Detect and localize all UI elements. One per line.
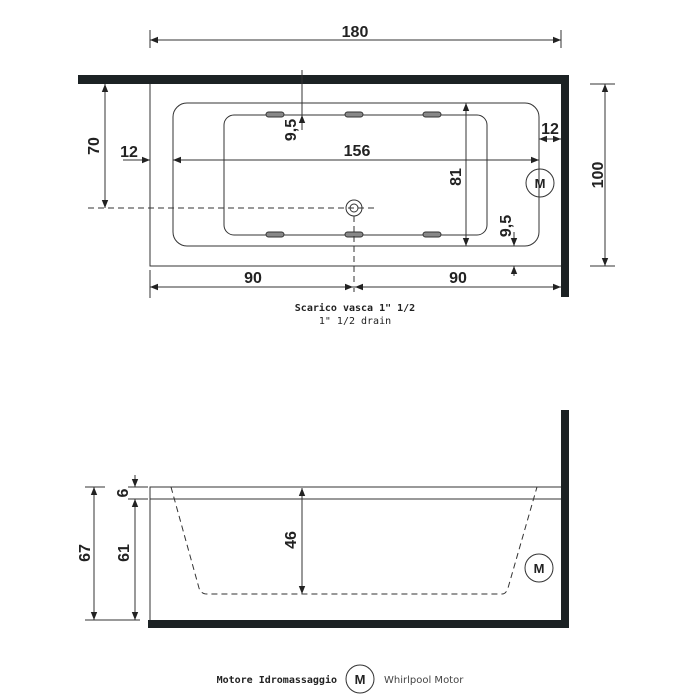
dim-left-half: 90 xyxy=(244,270,262,287)
dim-depth-to-drain: 70 xyxy=(86,137,103,155)
dim-basin-depth: 46 xyxy=(283,531,300,549)
side-view: 67 6 61 46 M xyxy=(77,410,569,628)
jet-icon xyxy=(422,111,442,118)
legend-label-en: Whirlpool Motor xyxy=(384,675,464,686)
motor-icon: M xyxy=(345,664,375,694)
svg-text:M: M xyxy=(534,561,545,576)
jet-icon xyxy=(265,111,285,118)
dim-top-jet-offset: 9,5 xyxy=(283,119,300,141)
dim-total-width: 100 xyxy=(590,162,607,189)
side-wall xyxy=(561,75,569,297)
svg-text:M: M xyxy=(535,176,546,191)
dim-right-rim: 12 xyxy=(541,121,559,138)
back-wall xyxy=(78,75,569,84)
motor-icon: M xyxy=(525,168,555,198)
legend: Motore Idromassaggio M Whirlpool Motor xyxy=(217,664,464,694)
basin-hidden-outline xyxy=(170,486,538,595)
dim-left-rim: 12 xyxy=(120,144,138,161)
svg-text:M: M xyxy=(355,672,366,687)
jets xyxy=(265,111,442,238)
dim-basin-width: 81 xyxy=(448,168,465,186)
drain-caption-en: 1" 1/2 drain xyxy=(319,316,391,327)
top-view: 180 70 100 12 156 12 81 9,5 9,5 xyxy=(78,24,615,327)
jet-icon xyxy=(422,231,442,238)
dim-body-height: 61 xyxy=(116,544,133,562)
floor xyxy=(148,620,569,628)
dim-basin-length: 156 xyxy=(344,143,371,160)
dim-right-half: 90 xyxy=(449,270,467,287)
side-wall xyxy=(561,410,569,628)
legend-label-it: Motore Idromassaggio xyxy=(217,674,337,686)
dim-total-length: 180 xyxy=(342,24,369,41)
dim-rim-thickness: 6 xyxy=(115,488,132,497)
jet-icon xyxy=(344,111,364,118)
basin-outer xyxy=(172,102,540,247)
drain-caption: Scarico vasca 1" 1/2 xyxy=(295,302,415,314)
tub-profile xyxy=(149,486,561,620)
tub-outline xyxy=(149,84,561,267)
dim-bottom-rim-offset: 9,5 xyxy=(498,215,515,237)
dim-total-height: 67 xyxy=(77,544,94,562)
jet-icon xyxy=(265,231,285,238)
motor-icon: M xyxy=(524,553,554,583)
